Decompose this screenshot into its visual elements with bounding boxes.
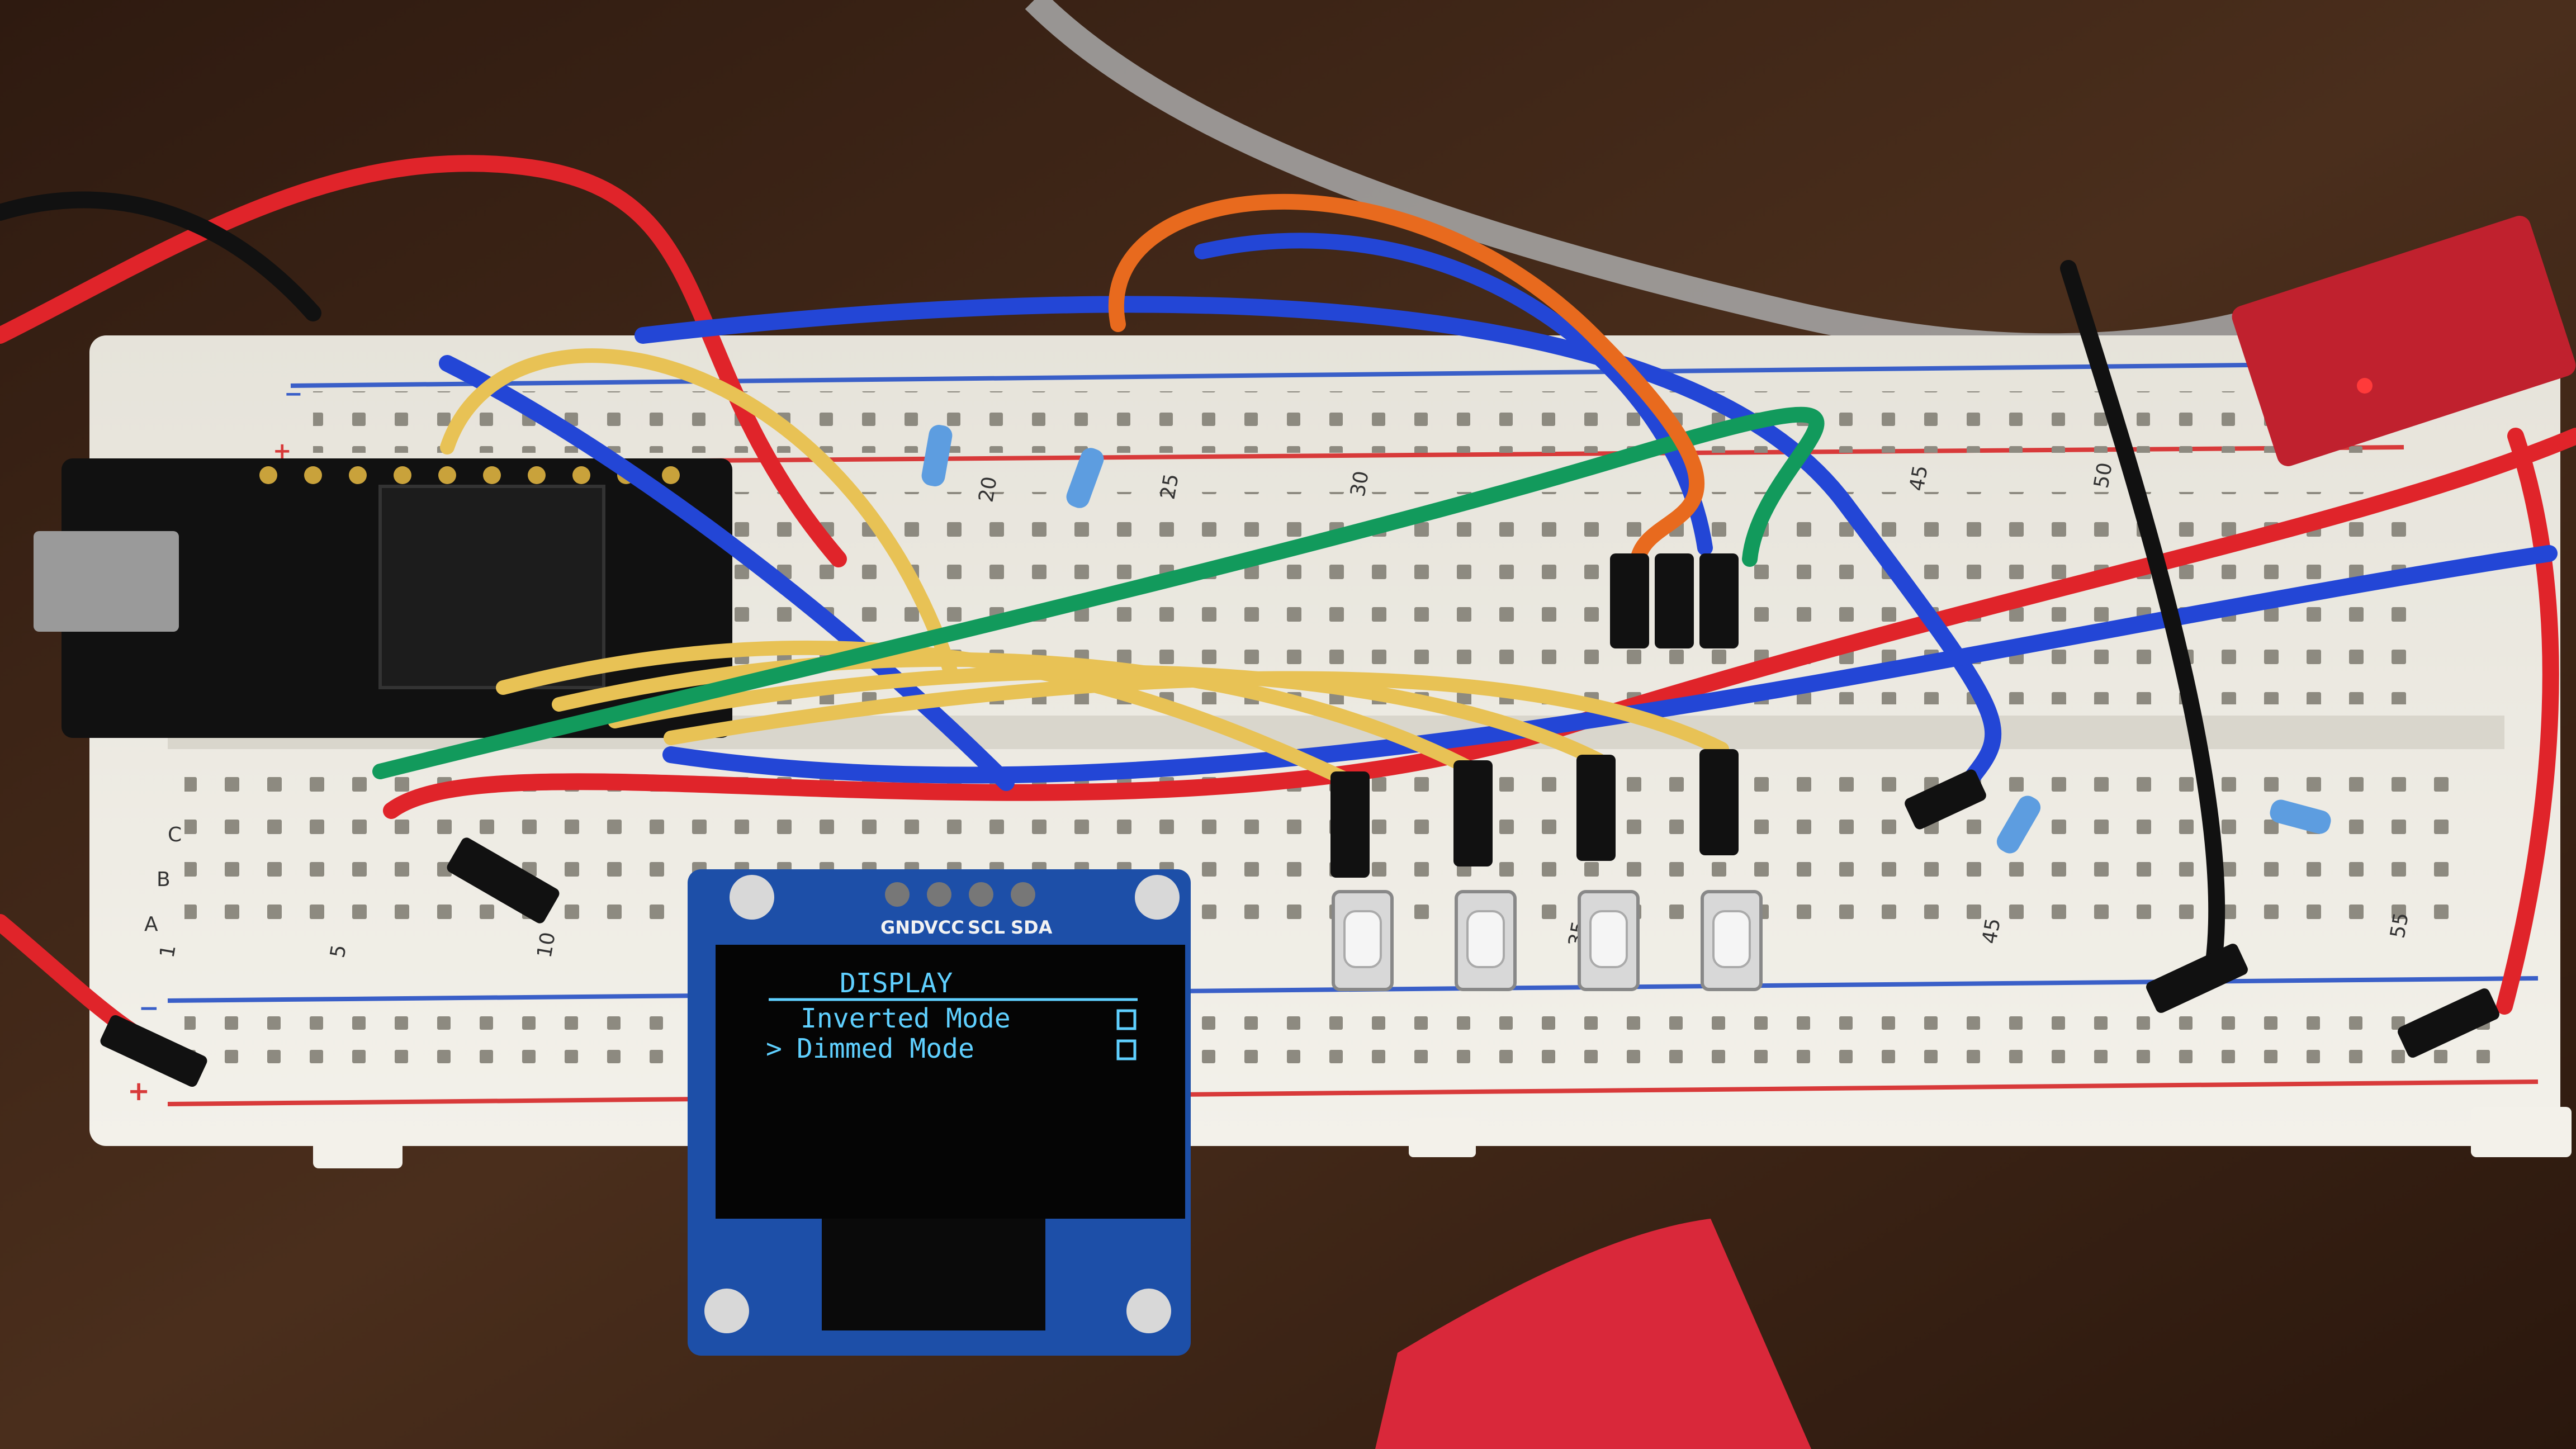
menu-item-label: Inverted Mode [801,1003,1011,1034]
tactile-button[interactable] [1455,890,1517,991]
usb-serial-breakout [2232,216,2576,466]
menu-item[interactable]: > Dimmed Mode [766,1033,1137,1064]
top-rail-minus-label: − [284,381,303,407]
menu-item-checkbox[interactable] [1116,1039,1137,1060]
menu-cursor: > [766,1033,782,1064]
menu-item-label: Dimmed Mode [797,1033,974,1064]
wire-black [2060,260,2225,970]
micro-usb-port [34,531,179,632]
wire-red [2496,428,2559,1015]
oled-pin-sda: SDA [1011,917,1053,938]
wire-blue [439,355,1015,791]
wire-orange [1109,193,1705,567]
bottom-rail-holes [184,1006,2504,1068]
power-led [2357,378,2373,394]
tactile-button[interactable] [1578,890,1640,991]
wire-blue [634,296,2002,791]
column-number: 25 [1156,472,1183,501]
oled-screen [716,945,1185,1219]
oled-pin-vcc: VCC [924,917,964,938]
wire-blue [662,545,2558,784]
mcu-chip [378,485,605,689]
wire-yellow [664,671,1729,756]
oled-module: GND VCC SCL SDA [688,869,1191,1356]
row-letter-a: A [144,913,158,936]
column-number: 10 [533,930,560,959]
menu-item-checkbox[interactable] [1116,1009,1137,1030]
oled-menu: DISPLAY Inverted Mode > Dimmed Mode [766,968,1138,1064]
oled-pin-gnd: GND [880,917,925,938]
resistor [2270,799,2331,834]
resistors [921,425,2331,854]
mount-hole [1135,875,1180,920]
mount-hole [730,875,774,920]
wire-black [0,191,321,321]
tactile-buttons [1332,890,1763,991]
oled-pin-scl: SCL [968,917,1005,938]
column-number: 50 [2090,461,2116,490]
wire-blue [1194,233,1713,556]
tactile-button[interactable] [1332,890,1394,991]
mount-hole [704,1289,749,1333]
top-rail-blue-line [290,361,2404,388]
column-number: 20 [974,475,1001,504]
wire-red [0,155,847,567]
bottom-rail-minus-label: − [139,994,159,1022]
column-number: 30 [1346,469,1373,498]
column-number: 55 [2386,911,2413,940]
mount-hole [1126,1289,1171,1333]
column-number: 45 [1978,916,2005,945]
resistor [921,425,953,486]
wire-headers [100,553,2499,1087]
menu-item[interactable]: Inverted Mode [801,1003,1137,1034]
row-letter-b: B [157,868,171,891]
resistor [1066,448,1104,508]
red-paper [1375,1219,1811,1449]
oled-ribbon [822,1219,1045,1330]
wire-yellow [440,348,958,678]
resistor [1996,795,2041,854]
row-letter-c: C [168,823,182,846]
top-rail-holes [313,391,2381,453]
wire-green [372,406,1825,779]
column-number: 45 [1905,463,1932,493]
tactile-button[interactable] [1701,890,1763,991]
menu-title: DISPLAY [840,968,953,999]
bottom-rail-plus-label: + [127,1076,150,1107]
bottom-rail-red-line [167,1079,2539,1106]
